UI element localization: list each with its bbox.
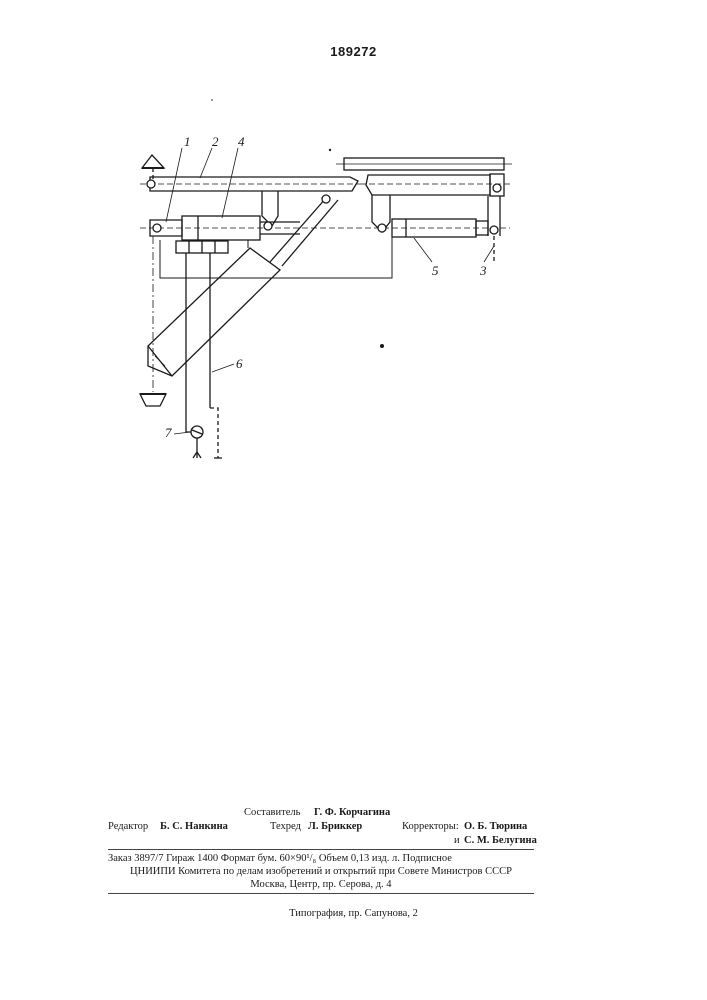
diagonal-cylinder bbox=[148, 248, 280, 376]
lower-pivot-left bbox=[153, 224, 161, 232]
label-4: 4 bbox=[238, 134, 245, 149]
editor-label: Редактор bbox=[108, 820, 148, 834]
divider-top bbox=[108, 849, 534, 850]
techred-name: Л. Бриккер bbox=[308, 820, 362, 834]
imprint: Заказ 3897/7 Гираж 1400 Формат бум. 60×9… bbox=[108, 852, 534, 891]
label-2: 2 bbox=[212, 134, 219, 149]
corrector-1: О. Б. Тюрина bbox=[464, 820, 527, 834]
right-upper-beam bbox=[366, 175, 490, 195]
address-line: Москва, Центр, пр. Серова, д. 4 bbox=[108, 878, 534, 891]
correctors-label: Корректоры: bbox=[402, 820, 459, 834]
divider-bottom bbox=[108, 893, 534, 894]
bottom-support-symbol bbox=[140, 394, 166, 406]
label-7: 7 bbox=[165, 425, 172, 440]
corrector-2: С. М. Белугина bbox=[464, 834, 537, 848]
label-6: 6 bbox=[236, 356, 243, 371]
order-line: Заказ 3897/7 Гираж 1400 Формат бум. 60×9… bbox=[108, 852, 534, 865]
upper-pivot-left bbox=[147, 180, 155, 188]
techred-label: Техред bbox=[270, 820, 301, 834]
editor-name: Б. С. Нанкина bbox=[160, 820, 228, 834]
top-support-symbol bbox=[142, 155, 164, 168]
label-5: 5 bbox=[432, 263, 439, 278]
publisher-line: ЦНИИПИ Комитета по делам изобретений и о… bbox=[108, 865, 534, 878]
compiler-label: Составитель bbox=[244, 806, 300, 820]
compiler-name: Г. Ф. Корчагина bbox=[314, 806, 390, 820]
label-1: 1 bbox=[184, 134, 191, 149]
corrector-2-prefix: и bbox=[454, 834, 460, 848]
printer-line: Типография, пр. Сапунова, 2 bbox=[0, 908, 707, 919]
colophon: Составитель Г. Ф. Корчагина Редактор Б. … bbox=[108, 806, 534, 848]
label-3: 3 bbox=[479, 263, 487, 278]
